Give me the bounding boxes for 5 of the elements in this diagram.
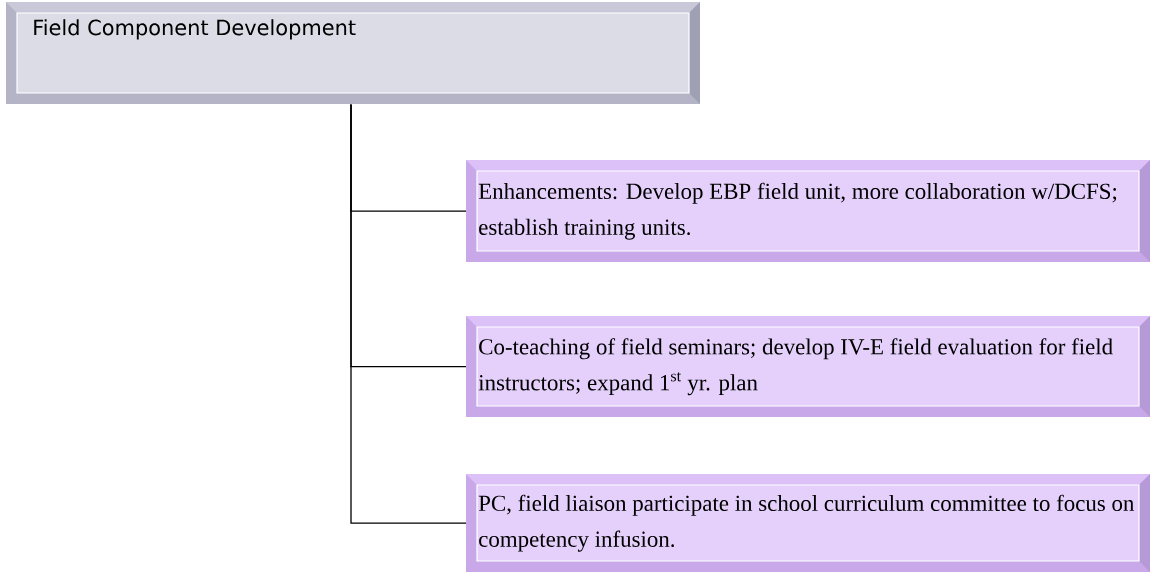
- process-box: Co-teaching of field seminars; develop IV-E field evaluation for field instructors; expand 1$^{st}$ yr. plan: [466, 316, 1150, 417]
- process-box: PC, field liaison participate in school curriculum committee to focus on competency infusion.: [466, 474, 1150, 572]
- title-box: Field Component Development: [6, 2, 700, 104]
- process-box: Enhancements: Develop EBP field unit, more collaboration w/DCFS; establish training units.: [466, 160, 1150, 262]
- connector-line: [350, 103, 467, 524]
